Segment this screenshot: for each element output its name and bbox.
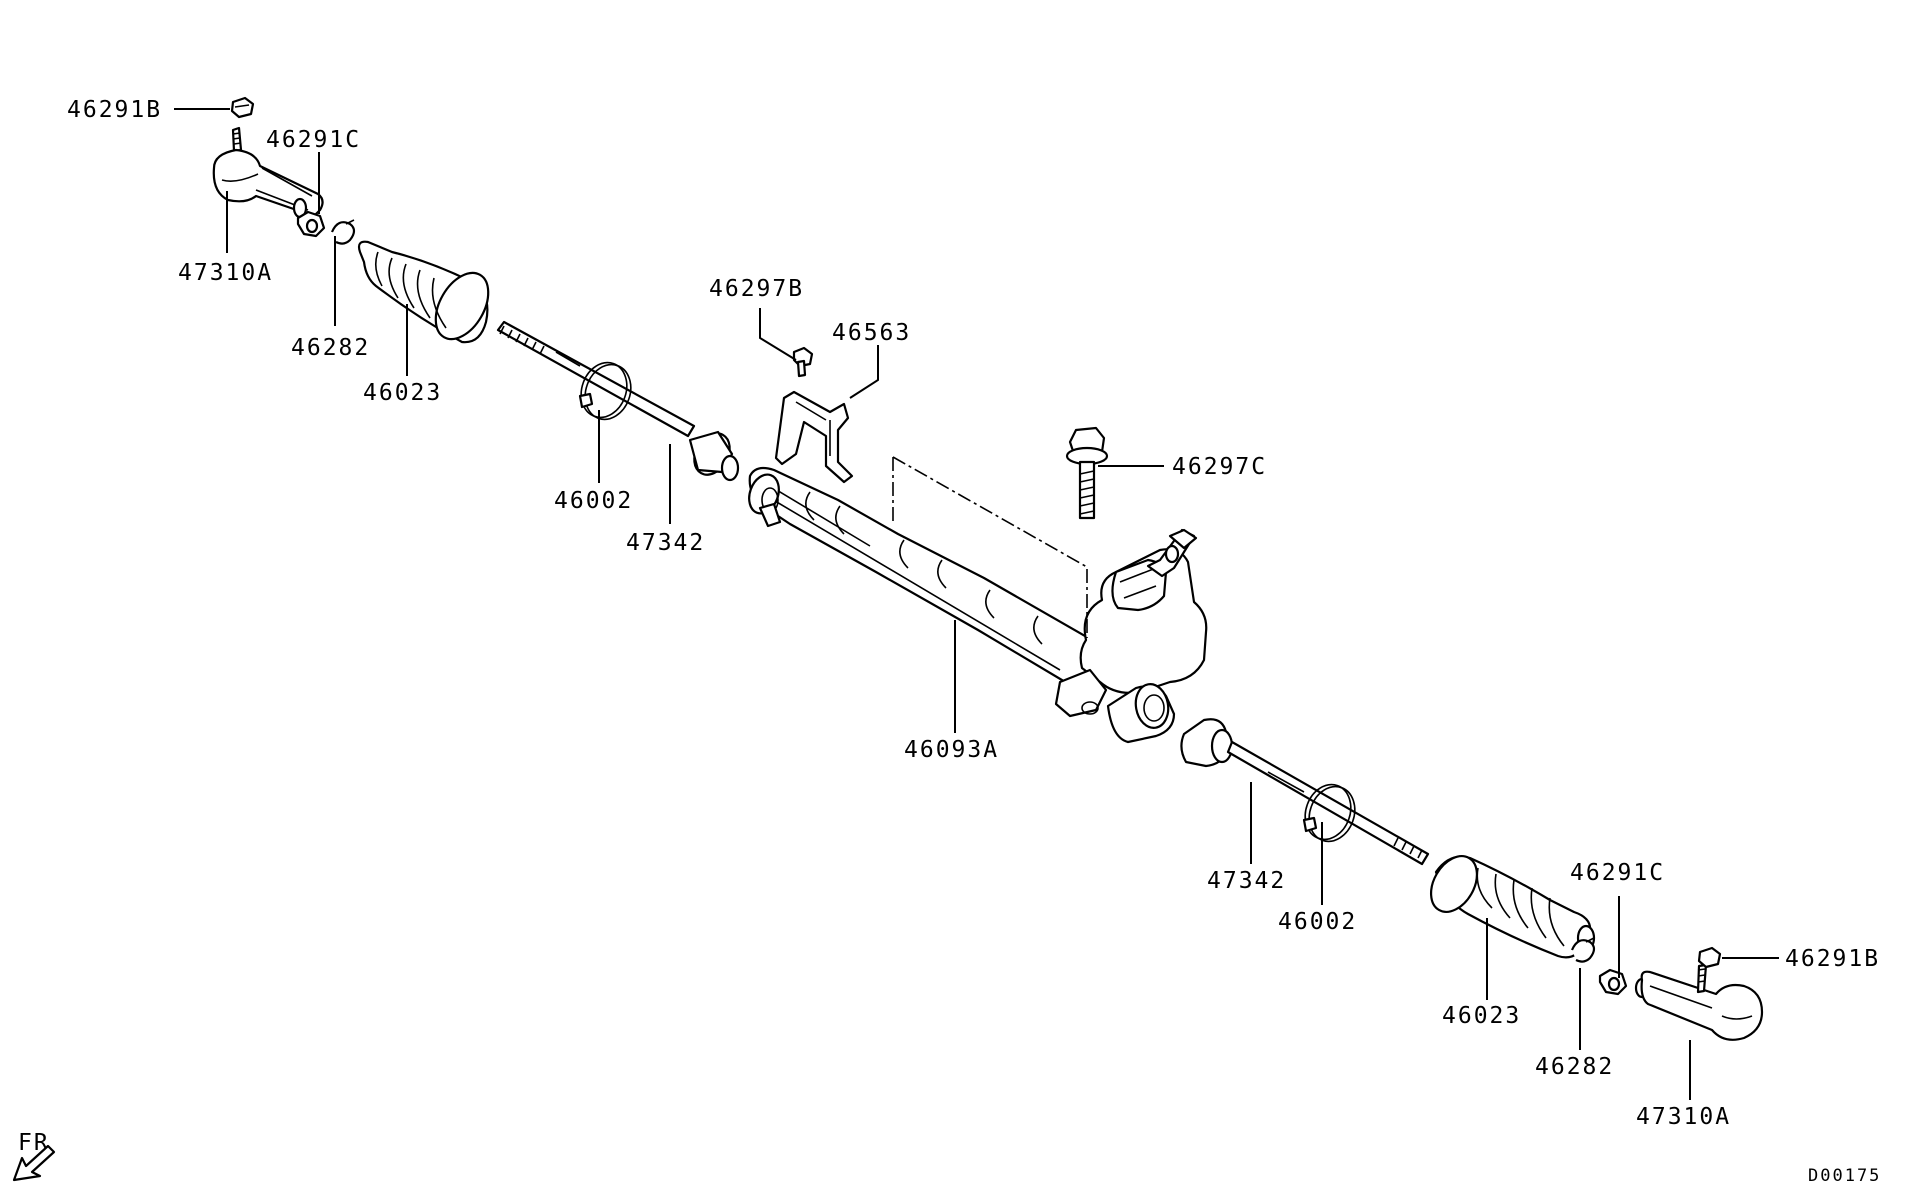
lock-nut-left-part bbox=[296, 210, 326, 238]
label-47342-left: 47342 bbox=[626, 530, 705, 556]
inner-tie-rod-right-part bbox=[1180, 718, 1430, 866]
label-46297b: 46297B bbox=[709, 276, 804, 302]
label-46563: 46563 bbox=[832, 320, 911, 346]
relation-dashed-line bbox=[892, 456, 1088, 638]
tie-rod-end-nut-right-part bbox=[1697, 946, 1722, 969]
label-47342-right: 47342 bbox=[1207, 868, 1286, 894]
gear-housing-part bbox=[748, 466, 1208, 744]
mount-bolt-part bbox=[1065, 426, 1109, 520]
bracket-bolt-part bbox=[792, 346, 814, 378]
leader-lines bbox=[174, 108, 1779, 1100]
label-46002-right: 46002 bbox=[1278, 909, 1357, 935]
tie-rod-end-nut-left-part bbox=[230, 96, 255, 119]
clip-right-part bbox=[1570, 937, 1596, 963]
bracket-part bbox=[774, 390, 854, 484]
label-46291b-left: 46291B bbox=[67, 97, 162, 123]
front-direction-arrow-icon bbox=[12, 1144, 56, 1182]
boot-right-part bbox=[1429, 855, 1596, 959]
label-46291c-right: 46291C bbox=[1570, 860, 1665, 886]
inner-tie-rod-left-part bbox=[496, 320, 740, 482]
label-46291c-left: 46291C bbox=[266, 127, 361, 153]
label-46291b-right: 46291B bbox=[1785, 946, 1880, 972]
boot-left-part bbox=[357, 240, 490, 344]
tie-rod-end-right-part bbox=[1634, 963, 1764, 1041]
label-46023-right: 46023 bbox=[1442, 1003, 1521, 1029]
label-46297c: 46297C bbox=[1172, 454, 1267, 480]
label-46023-left: 46023 bbox=[363, 380, 442, 406]
clip-left-part bbox=[330, 219, 356, 245]
lock-nut-right-part bbox=[1598, 968, 1628, 996]
label-46002-left: 46002 bbox=[554, 488, 633, 514]
label-47310a-right: 47310A bbox=[1636, 1104, 1731, 1130]
diagram-id: D00175 bbox=[1808, 1166, 1881, 1186]
label-46282-right: 46282 bbox=[1535, 1054, 1614, 1080]
label-47310a-left: 47310A bbox=[178, 260, 273, 286]
label-46093a: 46093A bbox=[904, 737, 999, 763]
label-46282-left: 46282 bbox=[291, 335, 370, 361]
